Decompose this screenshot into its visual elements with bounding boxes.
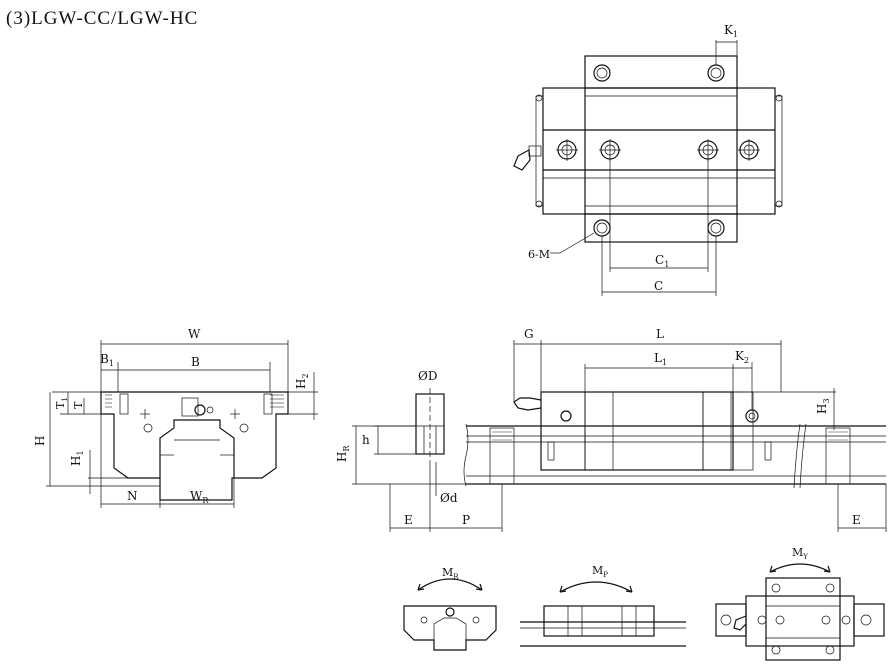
svg-text:WR: WR <box>190 489 209 505</box>
drawing-title: (3)LGW-CC/LGW-HC <box>6 8 199 29</box>
label-c: C <box>654 279 663 293</box>
label-t1: T <box>54 401 67 409</box>
mounting-holes <box>556 64 760 237</box>
svg-text:K1: K1 <box>724 23 738 39</box>
svg-text:T1: T1 <box>54 397 69 409</box>
label-k1: K <box>724 23 734 37</box>
label-b: B <box>191 355 200 369</box>
label-h: H <box>33 436 47 446</box>
svg-text:H3: H3 <box>815 398 831 414</box>
label-l1: L <box>654 351 662 365</box>
label-h2: H <box>294 379 308 389</box>
top-view: K1 6-M C1 C <box>513 23 783 296</box>
label-b1: B <box>100 352 109 366</box>
label-p: P <box>462 513 470 527</box>
label-h3: H <box>815 404 829 414</box>
label-n: N <box>127 489 138 503</box>
svg-text:L1: L1 <box>654 351 667 367</box>
moment-my: MY <box>715 546 885 661</box>
label-6m: 6-M <box>528 248 550 261</box>
label-c1: C <box>655 253 664 267</box>
label-wr: W <box>190 489 203 503</box>
moment-mr: MR <box>403 566 497 651</box>
label-hr: H <box>335 452 349 462</box>
svg-text:MY: MY <box>792 546 808 561</box>
svg-text:MP: MP <box>592 564 608 579</box>
front-view: W B1 B H2 T1 T H H1 N WR <box>33 327 318 508</box>
svg-text:HR: HR <box>335 445 351 462</box>
svg-text:B1: B1 <box>100 352 114 368</box>
label-k2: K <box>735 349 745 363</box>
svg-text:H2: H2 <box>294 373 310 389</box>
svg-text:H1: H1 <box>69 450 85 466</box>
grease-nipple-icon <box>513 145 542 171</box>
label-my: M <box>792 546 803 559</box>
label-h-small: h <box>362 433 370 447</box>
label-l: L <box>656 327 664 341</box>
side-view: G L L1 K2 H3 E <box>463 327 887 532</box>
label-g: G <box>524 327 534 341</box>
label-phi-d: Ød <box>440 491 458 505</box>
label-w: W <box>188 327 201 341</box>
bolt-detail: ØD Ød h HR E P <box>335 369 503 532</box>
label-h1: H <box>69 456 83 466</box>
label-phi-D: ØD <box>418 369 437 383</box>
label-mr: M <box>442 566 453 579</box>
svg-text:K2: K2 <box>735 349 749 365</box>
svg-text:MR: MR <box>442 566 459 581</box>
label-e-right: E <box>852 513 861 527</box>
label-t: T <box>72 401 85 409</box>
label-e-left: E <box>404 513 413 527</box>
label-mp: M <box>592 564 603 577</box>
svg-text:C1: C1 <box>655 253 669 269</box>
moment-mp: MP <box>520 564 686 647</box>
